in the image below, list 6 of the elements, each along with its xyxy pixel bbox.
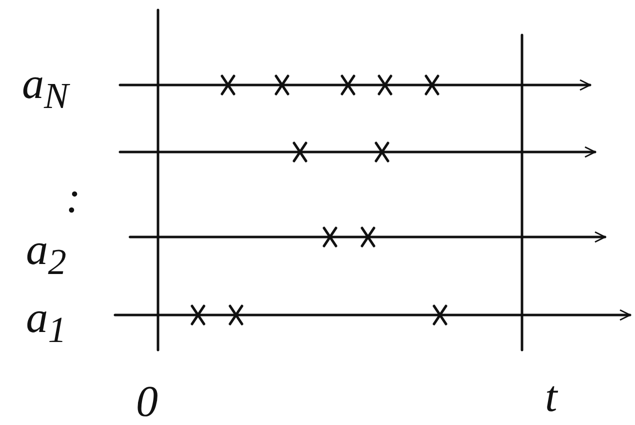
row-label: a$_{1}$: [26, 296, 66, 348]
row-label: a$_{N}$: [22, 62, 68, 114]
row-label: a$_{2}$: [26, 228, 66, 280]
axis-label: 0: [136, 380, 158, 424]
axis-label: t: [545, 375, 558, 419]
ellipsis: :: [66, 176, 81, 220]
